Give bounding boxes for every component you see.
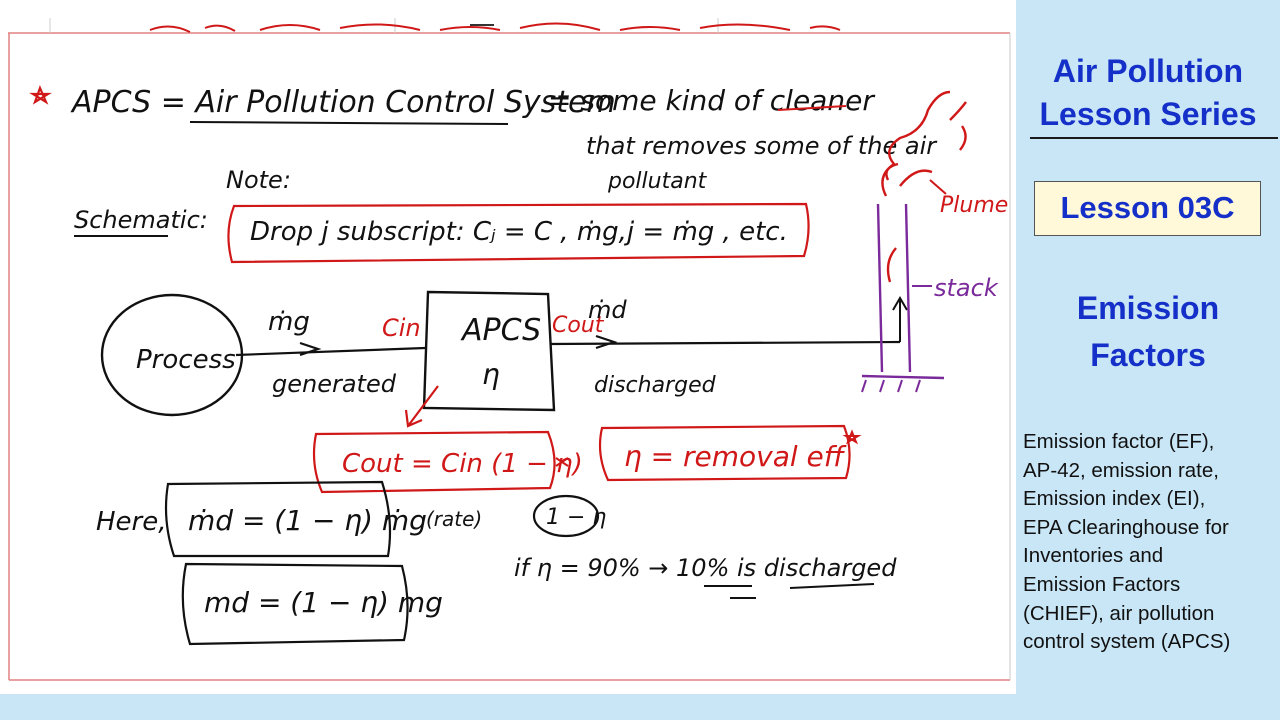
apcs-description-2: that removes some of the air — [586, 132, 938, 160]
stack-left-wall — [876, 203, 884, 373]
apcs-box-label: APCS — [460, 313, 541, 348]
star-icon — [29, 84, 52, 105]
cin-label: Cin — [382, 314, 421, 342]
rate-label: (rate) — [426, 507, 482, 531]
keyword-line: EPA Clearinghouse for — [1023, 515, 1229, 539]
lesson-number-box: Lesson 03C — [1034, 181, 1261, 236]
schematic-label: Schematic: — [74, 206, 208, 234]
topic-title: Emission Factors — [1016, 285, 1280, 379]
series-title-line1: Air Pollution — [1052, 53, 1244, 89]
process-label: Process — [136, 345, 236, 375]
apcs-underline — [189, 121, 509, 125]
topic-line1: Emission — [1076, 290, 1220, 326]
notes-canvas: APCS = Air Pollution Control System = so… — [8, 18, 1011, 681]
keyword-line: AP-42, emission rate, — [1023, 458, 1219, 482]
md-equation-box-2 — [181, 562, 409, 646]
series-title-line2: Lesson Series — [1039, 96, 1257, 132]
md-equation-box-1 — [164, 480, 392, 558]
lesson-sidebar: Air Pollution Lesson Series Lesson 03C E… — [1016, 0, 1280, 720]
outflow-line — [549, 340, 901, 346]
inflow-arrow — [235, 346, 426, 357]
cout-equation: Cout = Cin (1 − η) — [342, 449, 583, 479]
one-minus-eta: 1 − η — [546, 505, 606, 530]
mg-label: ṁg — [268, 307, 310, 337]
note-box — [227, 202, 810, 264]
md-equation-1: ṁd = (1 − η) ṁg — [188, 504, 427, 537]
one-minus-eta-circle — [532, 494, 600, 538]
keyword-line: (CHIEF), air pollution — [1023, 601, 1215, 625]
apcs-description-3: pollutant — [607, 169, 708, 194]
keywords-list: Emission factor (EF), AP-42, emission ra… — [1023, 428, 1277, 657]
plume-drawing — [881, 90, 967, 283]
eta-label: η — [482, 358, 500, 391]
discharged-label: discharged — [594, 373, 717, 398]
md-label: ṁd — [588, 296, 627, 324]
keyword-line: Emission index (EI), — [1023, 487, 1206, 511]
apcs-box — [422, 290, 556, 412]
if-discharge-line: if η = 90% → 10% is discharged — [514, 554, 897, 582]
cutoff-red-writing — [149, 22, 841, 33]
keyword-line: control system (APCS) — [1023, 630, 1231, 654]
apcs-description-1: = some kind of cleaner — [548, 84, 875, 117]
keyword-line: Emission Factors — [1023, 572, 1181, 596]
series-title: Air Pollution Lesson Series — [1016, 50, 1280, 136]
plume-label: Plume — [940, 193, 1008, 218]
stack-right-wall — [904, 203, 912, 373]
keyword-line: Inventories and — [1023, 544, 1164, 568]
generated-label: generated — [272, 370, 397, 398]
topic-line2: Factors — [1090, 337, 1206, 373]
here-label: Here, — [96, 507, 167, 537]
note-label: Note: — [226, 166, 291, 194]
title-divider — [1030, 137, 1278, 139]
stack-base — [861, 374, 945, 380]
handwritten-notes-area: APCS = Air Pollution Control System = so… — [0, 0, 1016, 694]
removal-eff: η = removal eff — [624, 440, 847, 473]
cout-label: Cout — [552, 313, 605, 338]
cleaner-underline — [777, 105, 847, 111]
cout-equation-box — [312, 430, 556, 494]
apcs-definition: APCS = Air Pollution Control System — [70, 85, 616, 120]
stack-label: stack — [934, 274, 999, 302]
drop-subscript-note: Drop j subscript: Cⱼ = C , ṁg,j = ṁg , e… — [250, 217, 788, 247]
lesson-label: Lesson 03C — [1060, 190, 1235, 225]
keyword-line: Emission factor (EF), — [1023, 430, 1215, 453]
md-equation-2: md = (1 − η) mg — [204, 586, 443, 619]
